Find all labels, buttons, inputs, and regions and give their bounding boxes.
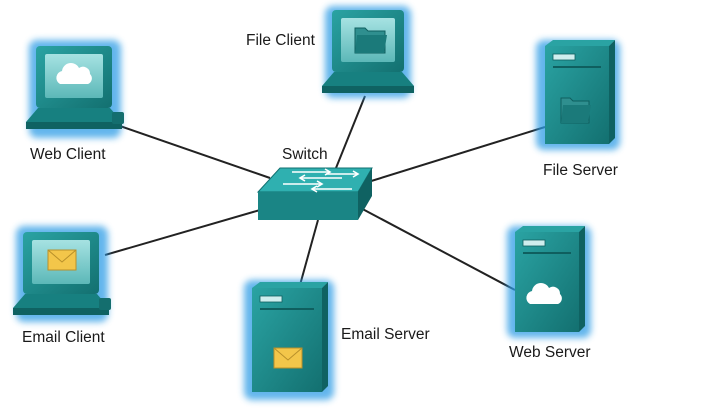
email-server-tower (244, 280, 334, 400)
cloud-icon (56, 63, 92, 84)
link-switch-email-server (299, 219, 319, 286)
label-file-client: File Client (246, 32, 315, 49)
label-switch: Switch (282, 146, 328, 163)
envelope-icon (47, 249, 77, 271)
envelope-icon (273, 347, 303, 369)
file-client-workstation (322, 6, 414, 98)
web-server-tower (507, 226, 591, 338)
email-client-workstation (13, 226, 111, 322)
cloud-icon (526, 283, 562, 304)
folder-icon (560, 97, 591, 124)
link-switch-file-server (367, 126, 546, 183)
label-email-server: Email Server (341, 326, 430, 343)
link-switch-web-server (354, 204, 516, 291)
folder-icon (354, 27, 387, 54)
file-server-tower (536, 40, 620, 150)
label-file-server: File Server (543, 162, 618, 179)
label-email-client: Email Client (22, 329, 105, 346)
link-lines (104, 95, 546, 291)
label-web-client: Web Client (30, 146, 106, 163)
web-client-workstation (26, 40, 124, 138)
link-switch-email-client (104, 209, 261, 256)
link-switch-web-client (119, 125, 271, 179)
label-web-server: Web Server (509, 344, 591, 361)
switch-icon (256, 167, 373, 220)
link-switch-file-client (335, 95, 366, 169)
